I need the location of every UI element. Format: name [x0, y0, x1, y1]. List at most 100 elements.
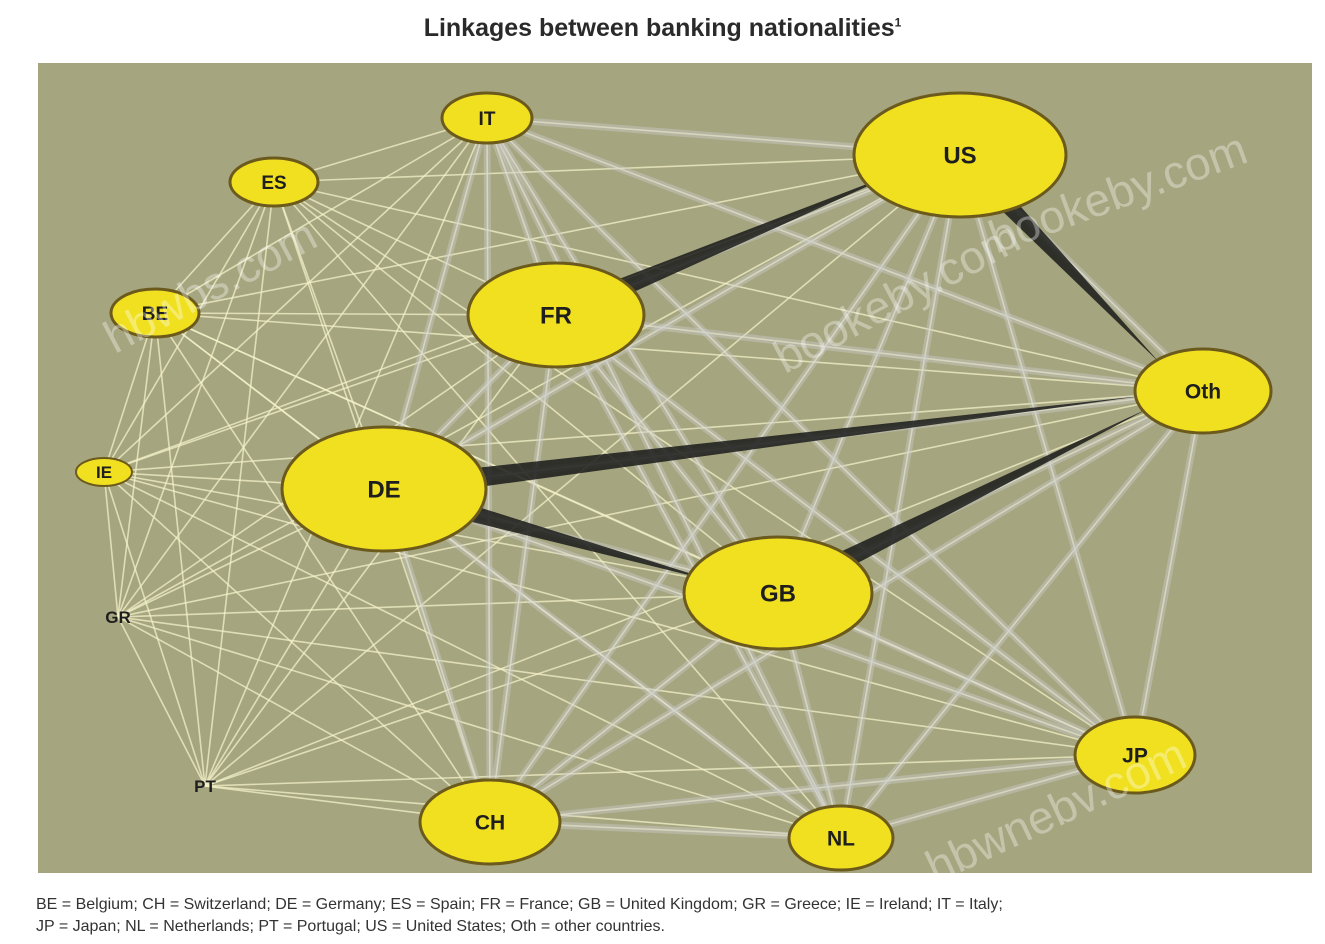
- node-es: ES: [228, 156, 320, 208]
- node-nl-ellipse: [787, 804, 895, 872]
- link-IT-NL: [486, 117, 842, 839]
- grey-link-JP-CH: [489, 751, 1136, 826]
- node-ch: CH: [418, 778, 562, 866]
- link-GR-GB: [117, 592, 779, 618]
- grey-link-DE-NL: [381, 486, 844, 841]
- node-it: IT: [440, 91, 534, 145]
- grey-link-US-CH: [487, 152, 963, 825]
- link-IT-GR: [117, 117, 488, 618]
- node-gb: GB: [682, 535, 874, 651]
- link-DE-NL: [383, 488, 842, 839]
- link-BE-GR: [117, 312, 156, 618]
- link-BE-IE: [103, 312, 156, 473]
- node-be-label: BE: [142, 304, 168, 325]
- link-ES-GR: [117, 181, 275, 618]
- node-fr-ellipse: [466, 261, 646, 369]
- strong-link-GB-Oth: [773, 408, 1149, 603]
- node-ch-ellipse: [418, 778, 562, 866]
- node-ie: IE: [75, 457, 133, 487]
- node-es-ellipse: [228, 156, 320, 208]
- grey-link-GB-IT: [484, 116, 781, 595]
- node-de-label: DE: [367, 477, 400, 504]
- link-IT-IE: [103, 117, 488, 473]
- node-oth-label: Oth: [1185, 381, 1221, 404]
- link-GR-Oth: [117, 390, 1204, 618]
- node-es-label: ES: [261, 173, 286, 194]
- node-oth: Oth: [1133, 347, 1273, 435]
- link-US-GB: [777, 154, 961, 594]
- link-US-CH: [489, 154, 961, 823]
- node-it-ellipse: [440, 91, 534, 145]
- node-ie-label: IE: [96, 463, 112, 482]
- node-be-ellipse: [109, 287, 201, 339]
- link-BE-CH: [154, 312, 491, 823]
- node-pt-label: PT: [194, 777, 216, 796]
- node-be: BE: [109, 287, 201, 339]
- node-gb-ellipse: [682, 535, 874, 651]
- node-gb-label: GB: [760, 581, 796, 608]
- link-IE-PT: [103, 471, 206, 787]
- link-Oth-NL: [840, 390, 1204, 839]
- link-IE-JP: [103, 471, 1136, 756]
- grey-link-FR-CH: [486, 314, 560, 823]
- footnote-line-1: BE = Belgium; CH = Switzerland; DE = Ger…: [36, 896, 1003, 913]
- link-US-NL: [840, 154, 961, 839]
- grey-link-FR-JP: [553, 312, 1138, 758]
- link-GR-NL: [117, 616, 842, 839]
- title-footnote-marker: 1: [894, 15, 902, 30]
- link-IE-Oth: [103, 390, 1204, 473]
- link-ES-JP: [273, 181, 1136, 756]
- link-Oth-JP: [1134, 390, 1204, 756]
- link-IT-Oth: [486, 117, 1204, 392]
- link-IE-CH: [103, 471, 491, 823]
- node-jp-ellipse: [1073, 715, 1197, 795]
- link-GR-CH: [117, 616, 491, 823]
- link-FR-JP: [555, 314, 1136, 756]
- diagram-title: Linkages between banking nationalities1: [423, 14, 902, 42]
- grey-link-Oth-JP: [1131, 390, 1207, 756]
- node-us: US: [852, 91, 1068, 219]
- link-PT-JP: [204, 754, 1136, 787]
- link-ES-US: [273, 154, 961, 183]
- strong-link-FR-US: [551, 169, 905, 326]
- node-ch-label: CH: [475, 812, 505, 835]
- node-gr: GR: [105, 608, 131, 627]
- node-it-label: IT: [479, 109, 496, 130]
- link-IE-GR: [103, 471, 119, 618]
- link-ES-NL: [273, 181, 842, 839]
- strong-link-DE-Oth: [382, 395, 1144, 500]
- node-jp-label: JP: [1122, 745, 1148, 768]
- node-us-label: US: [943, 143, 976, 170]
- link-GR-JP: [117, 616, 1136, 756]
- footnote-line-2: JP = Japan; NL = Netherlands; PT = Portu…: [36, 918, 665, 935]
- node-gr-label: GR: [105, 608, 131, 627]
- node-de: DE: [280, 425, 488, 553]
- link-FR-Oth: [555, 314, 1204, 392]
- link-BE-PT: [154, 312, 206, 787]
- node-ie-ellipse: [75, 457, 133, 487]
- link-PT-GB: [204, 592, 779, 787]
- link-FR-CH: [489, 314, 557, 823]
- link-DE-US: [383, 154, 961, 490]
- legend-footnote: BE = Belgium; CH = Switzerland; DE = Ger…: [36, 894, 1316, 938]
- link-US-JP: [959, 154, 1136, 756]
- node-pt: PT: [194, 777, 216, 796]
- node-jp: JP: [1073, 715, 1197, 795]
- grey-link-US-JP: [956, 154, 1139, 756]
- link-IT-GB: [486, 117, 779, 594]
- node-fr: FR: [466, 261, 646, 369]
- grey-link-US-GB: [774, 153, 964, 595]
- grey-link-FR-Oth: [555, 311, 1204, 395]
- node-us-ellipse: [852, 91, 1068, 219]
- grey-link-NL-IT: [483, 116, 845, 840]
- node-oth-ellipse: [1133, 347, 1273, 435]
- link-GR-PT: [117, 616, 206, 787]
- grey-link-Oth-NL: [838, 388, 1206, 841]
- grey-link-DE-US: [382, 151, 962, 493]
- link-IT-BE: [154, 117, 488, 314]
- link-ES-Oth: [273, 181, 1204, 392]
- link-GR-US: [117, 154, 961, 618]
- link-IE-NL: [103, 471, 842, 839]
